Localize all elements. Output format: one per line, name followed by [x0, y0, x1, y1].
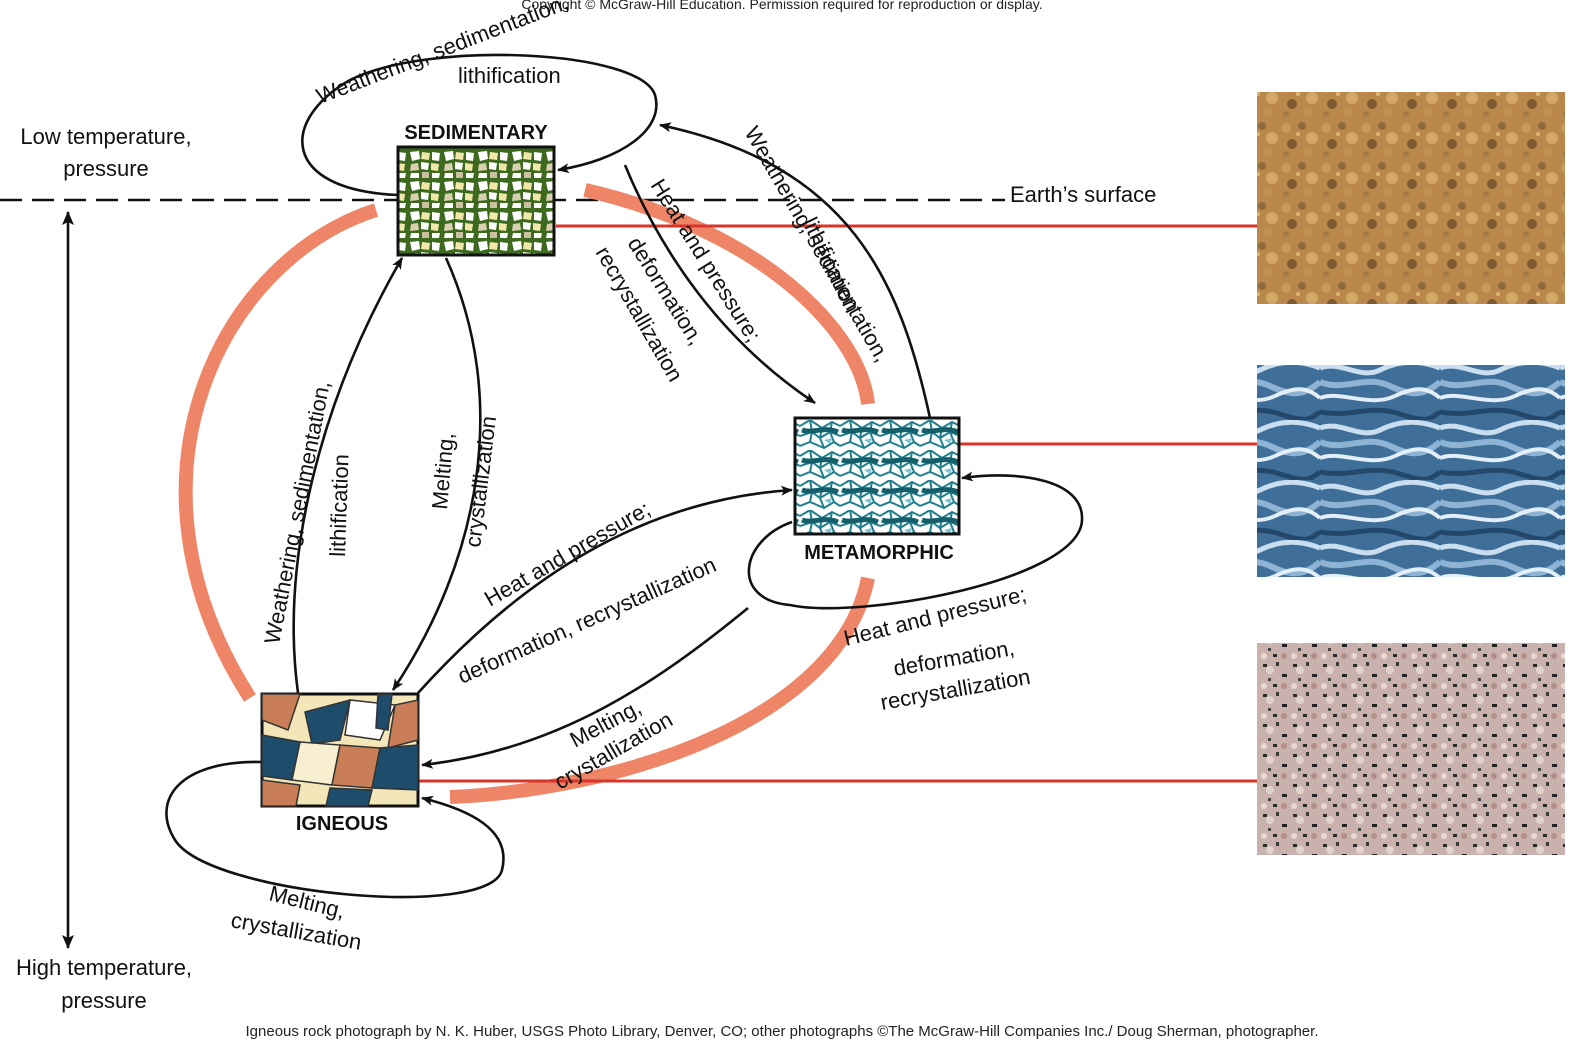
low-temp-label-line1: Low temperature,: [20, 124, 191, 149]
met-to-sed-arrow: [659, 122, 932, 419]
ign-to-sed-label-line2: lithification: [325, 454, 354, 558]
igneous-label: IGNEOUS: [296, 813, 388, 835]
high-temp-label-line2: pressure: [61, 988, 147, 1013]
cycle-band-left: [178, 203, 379, 702]
photo-credit: Igneous rock photograph by N. K. Huber, …: [246, 1023, 1319, 1040]
igneous-crystal: [261, 779, 301, 807]
igneous-crystal: [304, 698, 352, 745]
sed-to-ign-label-line1: Melting,: [427, 432, 459, 511]
gneiss-photo: [1257, 365, 1565, 577]
ign-to-met-arrow: [417, 485, 793, 694]
cycle-band-lower-right: [449, 576, 875, 804]
sed-loop-arrow: [301, 53, 658, 197]
low-temp-label-line2: pressure: [63, 156, 149, 181]
earth-surface-label: Earth’s surface: [1010, 182, 1156, 207]
met-to-ign-arrow: [421, 606, 749, 769]
sed-loop-label-line2: lithification: [458, 63, 561, 88]
igneous-crystal: [371, 744, 419, 791]
copyright-notice: Copyright © McGraw-Hill Education. Permi…: [521, 0, 1042, 12]
sed-loop-label-line1: Weathering, sedimentation,: [313, 0, 572, 109]
sedimentary-icon: [396, 145, 556, 257]
rock-photographs: [1257, 92, 1565, 855]
ign-loop-arrow: [165, 760, 505, 899]
process-arrows: [165, 53, 1084, 899]
sed-to-met-arrow: [623, 164, 816, 405]
igneous-crystal: [375, 693, 393, 731]
igneous-crystal: [325, 787, 373, 807]
metamorphic-icon: [793, 416, 961, 536]
cycle-band: [178, 183, 875, 804]
ign-to-sed-arrow: [292, 257, 404, 694]
ign-to-sed-label-line1: Weathering, sedimentation,: [259, 379, 335, 646]
sedimentary-rock: SEDIMENTARY: [396, 122, 556, 257]
photo-link-lines: [418, 224, 1257, 783]
metamorphic-label: METAMORPHIC: [804, 542, 954, 564]
temperature-pressure-axis: Low temperature, pressure High temperatu…: [16, 124, 192, 1013]
sed-to-ign-arrow: [391, 257, 482, 691]
met-loop-arrow: [747, 471, 1084, 610]
cycle-band-upper-right: [583, 183, 875, 405]
igneous-crystal: [387, 699, 419, 750]
high-temp-label-line1: High temperature,: [16, 955, 192, 980]
sed-to-ign-label-line2: crystallization: [460, 415, 501, 549]
igneous-rock: IGNEOUS: [260, 692, 420, 835]
sedimentary-label: SEDIMENTARY: [404, 122, 548, 144]
sandstone-photo: [1257, 92, 1565, 304]
igneous-crystal: [261, 693, 302, 731]
metamorphic-rock: METAMORPHIC: [793, 416, 961, 564]
granite-photo: [1257, 643, 1565, 855]
